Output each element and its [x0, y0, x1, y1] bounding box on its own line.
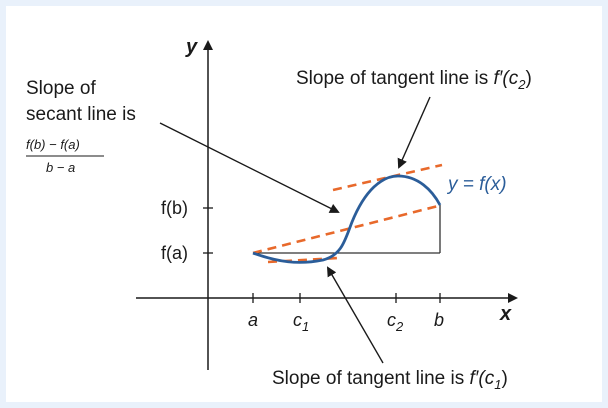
- tangent-c2-note: Slope of tangent line is f′(c2): [296, 68, 532, 92]
- secant-pointer-arrow: [159, 122, 340, 213]
- secant-note-line2: secant line is: [26, 104, 136, 125]
- tick-label-c2: c2: [387, 310, 404, 334]
- tangent-line-c1: [267, 256, 339, 264]
- secant-fraction-denominator: b − a: [46, 160, 75, 175]
- tangent-c2-pointer-arrow: [397, 96, 431, 169]
- tick-label-fb: f(b): [161, 198, 188, 218]
- tick-label-b: b: [434, 310, 444, 330]
- secant-line: [252, 203, 443, 255]
- curve-label: y = f(x): [446, 174, 507, 195]
- function-curve: [252, 174, 442, 264]
- tangent-line-c2: [332, 163, 443, 192]
- tick-label-a: a: [248, 310, 258, 330]
- y-axis-label: y: [185, 36, 198, 58]
- tick-label-fa: f(a): [161, 243, 188, 263]
- tick-label-c1: c1: [293, 310, 309, 334]
- secant-fraction-numerator: f(b) − f(a): [26, 137, 80, 152]
- tangent-c1-pointer-arrow: [326, 266, 384, 364]
- x-axis-label: x: [499, 303, 512, 325]
- secant-note-line1: Slope of: [26, 78, 96, 99]
- tangent-c1-note: Slope of tangent line is f′(c1): [272, 368, 508, 392]
